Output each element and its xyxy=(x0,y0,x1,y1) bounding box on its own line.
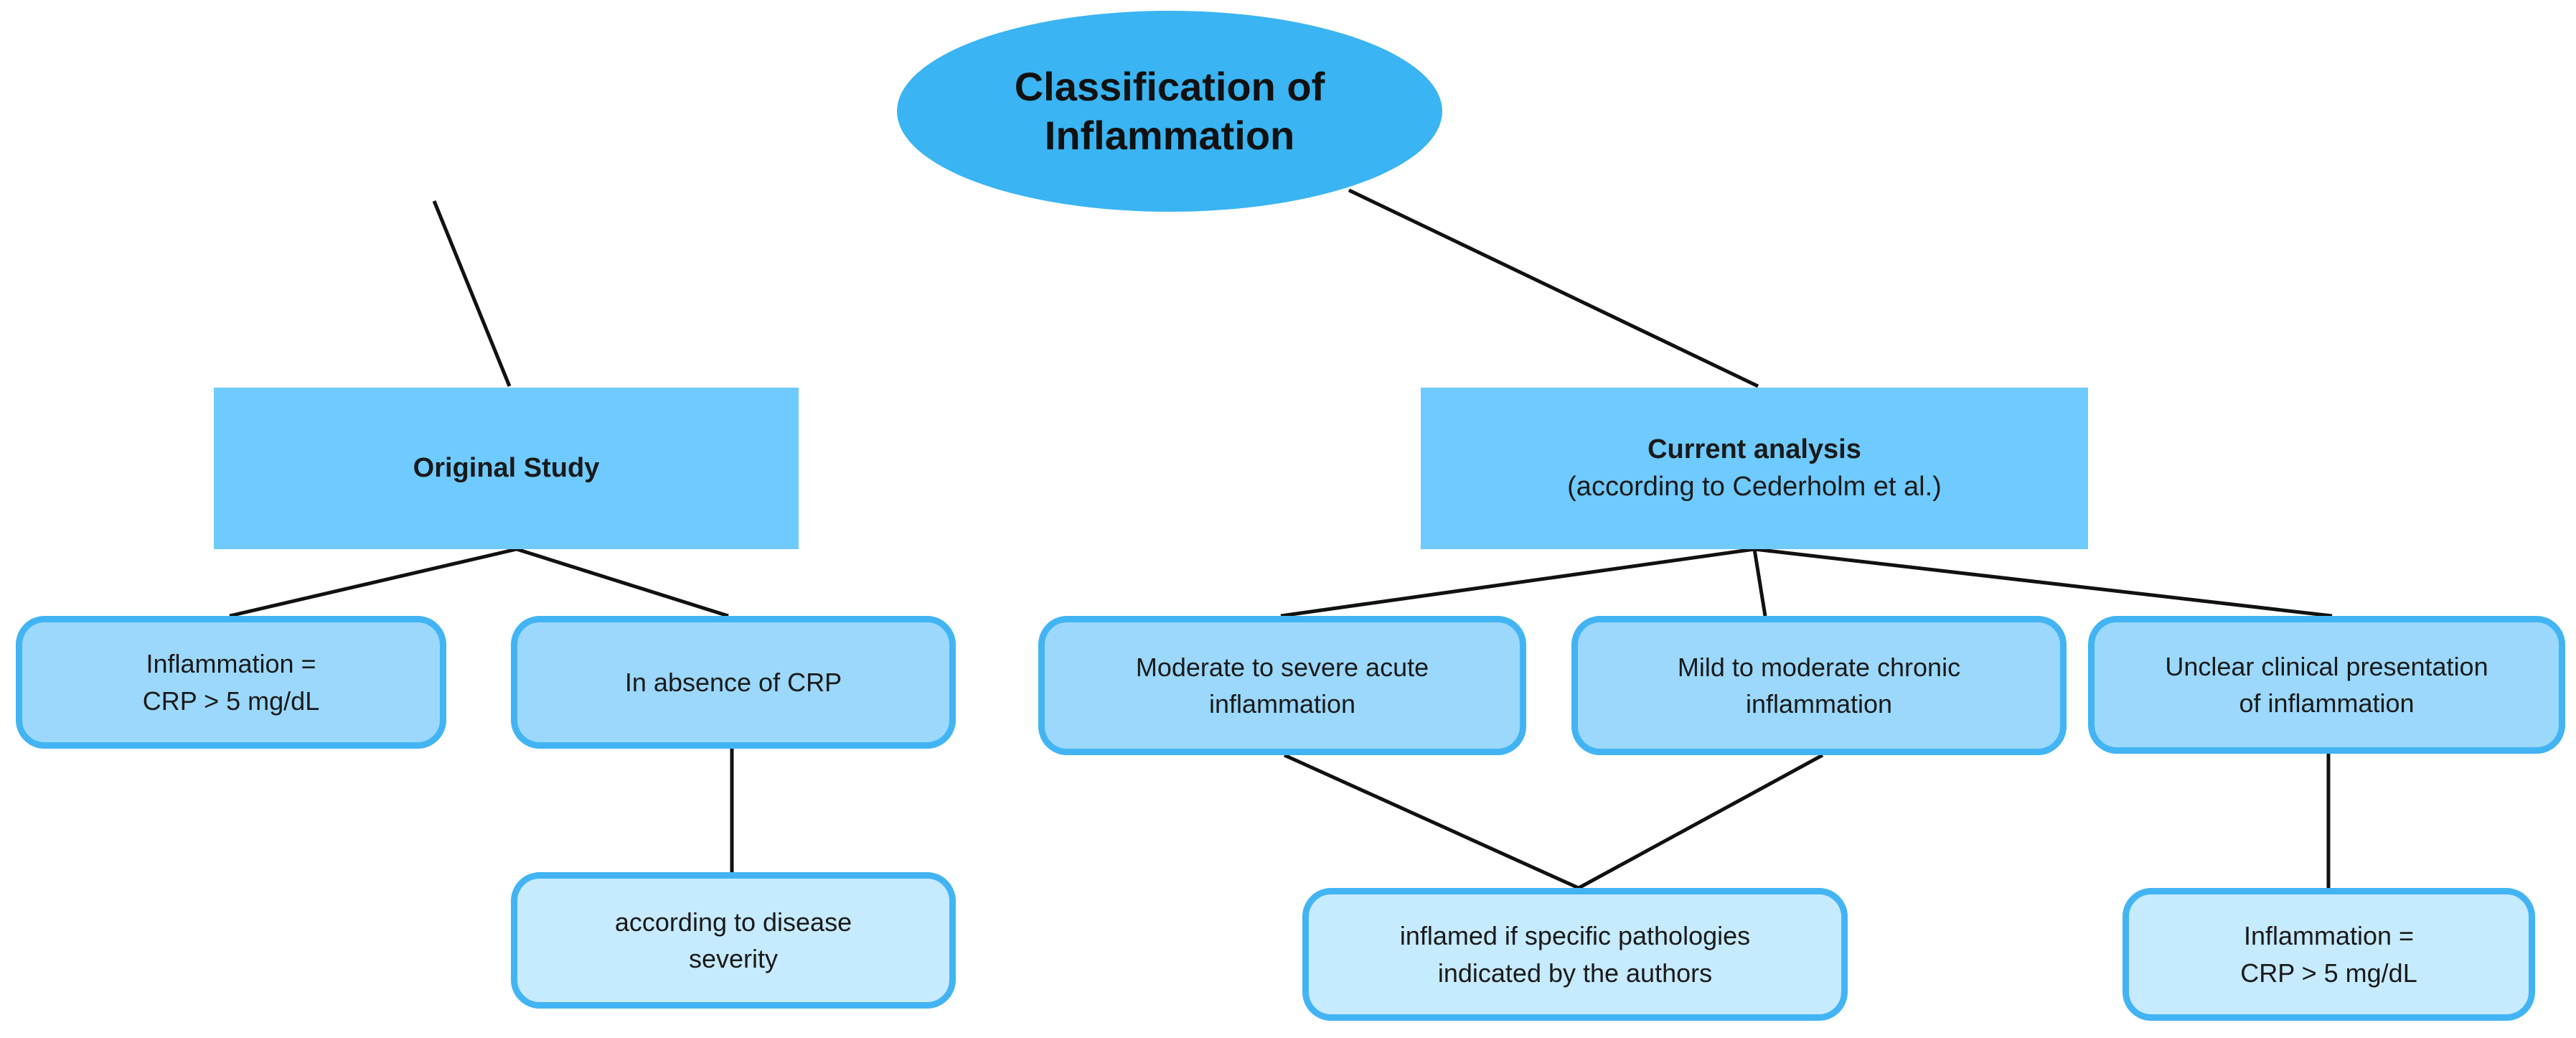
leaf-unclear-crp-threshold: Inflammation = CRP > 5 mg/dL xyxy=(2123,888,2535,1021)
edge-original-absence xyxy=(516,547,729,618)
leaf-acute-line-2: inflammation xyxy=(1208,689,1356,719)
leaf-chronic-line-1: Mild to moderate chronic xyxy=(1677,652,1961,682)
leaf-crp-threshold-line-1: Inflammation = xyxy=(146,649,316,679)
leaf-unclear-presentation: Unclear clinical presentation of inflamm… xyxy=(2088,616,2565,754)
leaf-unclear-line-1: Unclear clinical presentation xyxy=(2165,651,2488,681)
category-current-subtitle: (according to Cederholm et al.) xyxy=(1567,471,1942,502)
leaf-absence-of-crp-line-1: In absence of CRP xyxy=(624,667,842,697)
root-line-2: Inflammation xyxy=(1044,113,1295,158)
leaf-disease-severity-line-1: according to disease xyxy=(614,907,852,937)
root-line-1: Classification of xyxy=(1014,63,1325,109)
leaf-specific-pathologies: inflamed if specific pathologies indicat… xyxy=(1302,888,1848,1021)
edge-root-current xyxy=(1348,188,1759,388)
edge-chronic-shared xyxy=(1577,753,1824,890)
category-current-title: Current analysis xyxy=(1647,434,1861,465)
leaf-disease-severity: according to disease severity xyxy=(511,872,956,1009)
leaf-unclear-crp-line-2: CRP > 5 mg/dL xyxy=(2240,958,2417,988)
leaf-chronic-line-2: inflammation xyxy=(1745,689,1893,719)
leaf-crp-threshold: Inflammation = CRP > 5 mg/dL xyxy=(16,616,446,749)
edge-current-unclear xyxy=(1754,547,2333,618)
edge-original-crp xyxy=(229,547,517,618)
edge-acute-shared xyxy=(1283,753,1580,890)
leaf-specific-pathologies-line-2: indicated by the authors xyxy=(1437,958,1713,988)
leaf-unclear-line-2: of inflammation xyxy=(2239,688,2415,718)
leaf-unclear-crp-line-1: Inflammation = xyxy=(2243,921,2415,951)
leaf-acute-inflammation: Moderate to severe acute inflammation xyxy=(1038,616,1526,755)
leaf-chronic-inflammation: Mild to moderate chronic inflammation xyxy=(1571,616,2067,755)
edge-root-original xyxy=(432,200,512,387)
leaf-acute-line-1: Moderate to severe acute xyxy=(1135,652,1429,682)
root-node: Classification of Inflammation xyxy=(897,11,1442,212)
leaf-specific-pathologies-line-1: inflamed if specific pathologies xyxy=(1399,921,1751,951)
leaf-disease-severity-line-2: severity xyxy=(688,944,779,973)
category-current-analysis: Current analysis (according to Cederholm… xyxy=(1421,388,2088,549)
edge-current-acute xyxy=(1280,547,1755,618)
category-original-title: Original Study xyxy=(413,452,600,483)
leaf-crp-threshold-line-2: CRP > 5 mg/dL xyxy=(142,686,320,716)
leaf-absence-of-crp: In absence of CRP xyxy=(511,616,956,749)
edge-current-chronic xyxy=(1752,548,1767,617)
category-original-study: Original Study xyxy=(214,388,799,549)
